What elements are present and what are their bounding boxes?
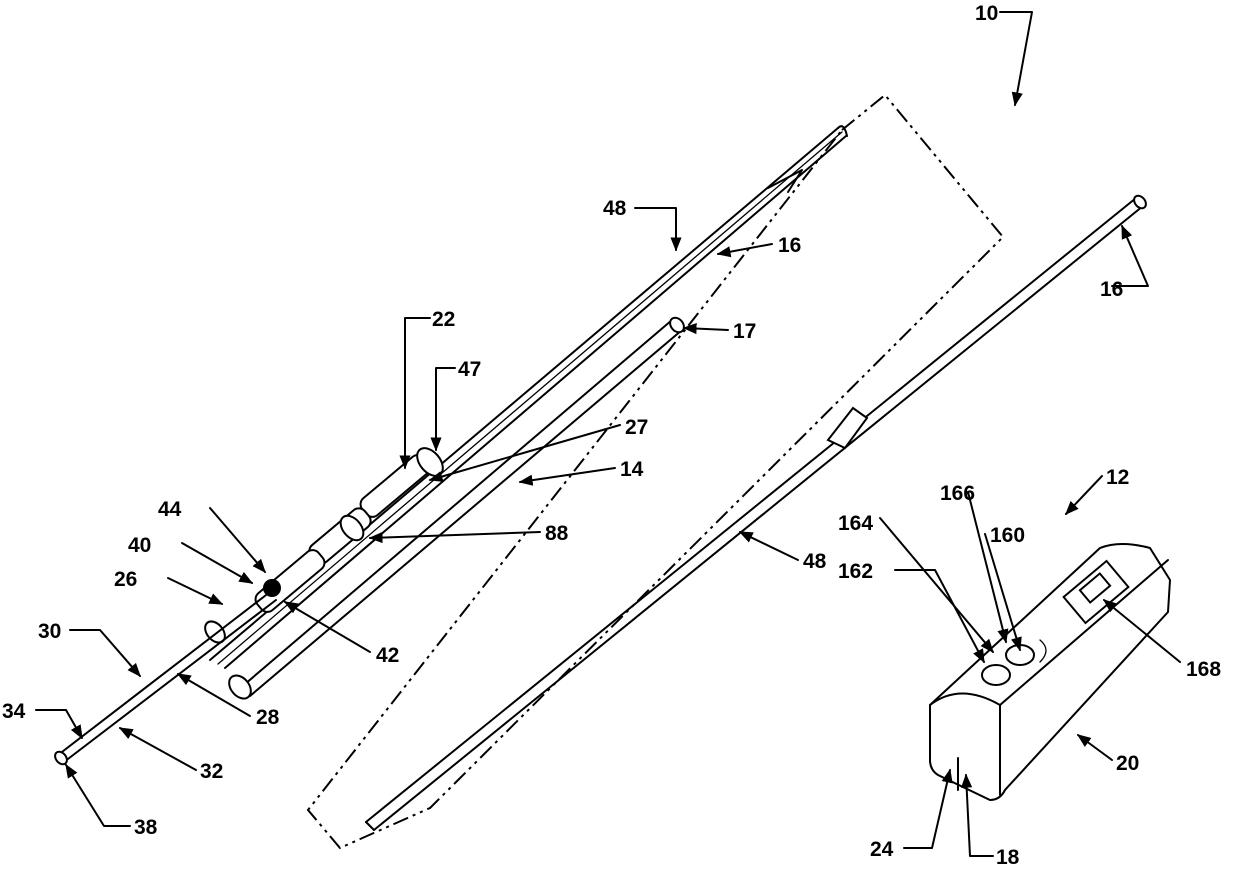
label-34: 34 — [2, 700, 26, 723]
label-160: 160 — [990, 524, 1025, 547]
label-88: 88 — [545, 522, 569, 545]
label-48-lower: 48 — [803, 550, 827, 573]
label-42: 42 — [376, 644, 399, 667]
label-18: 18 — [996, 846, 1020, 869]
label-17: 17 — [733, 320, 756, 343]
label-48-upper: 48 — [603, 197, 627, 220]
label-30: 30 — [38, 620, 61, 643]
label-28: 28 — [256, 706, 280, 729]
label-44: 44 — [158, 498, 182, 521]
label-16-upper: 16 — [778, 234, 801, 257]
label-27: 27 — [625, 416, 648, 439]
label-26: 26 — [114, 568, 137, 591]
label-32: 32 — [200, 760, 223, 783]
label-14: 14 — [620, 458, 644, 481]
label-166: 166 — [940, 482, 975, 505]
label-40: 40 — [128, 534, 151, 557]
label-164: 164 — [838, 512, 873, 535]
label-22: 22 — [432, 308, 455, 331]
label-47: 47 — [458, 358, 481, 381]
upper-sheath — [210, 126, 847, 668]
label-24: 24 — [870, 838, 894, 861]
label-10: 10 — [975, 2, 998, 25]
label-16-lower: 16 — [1100, 278, 1123, 301]
label-38: 38 — [134, 816, 158, 839]
label-12: 12 — [1106, 466, 1129, 489]
label-20: 20 — [1116, 752, 1139, 775]
label-162: 162 — [838, 560, 873, 583]
label-168: 168 — [1186, 658, 1221, 681]
